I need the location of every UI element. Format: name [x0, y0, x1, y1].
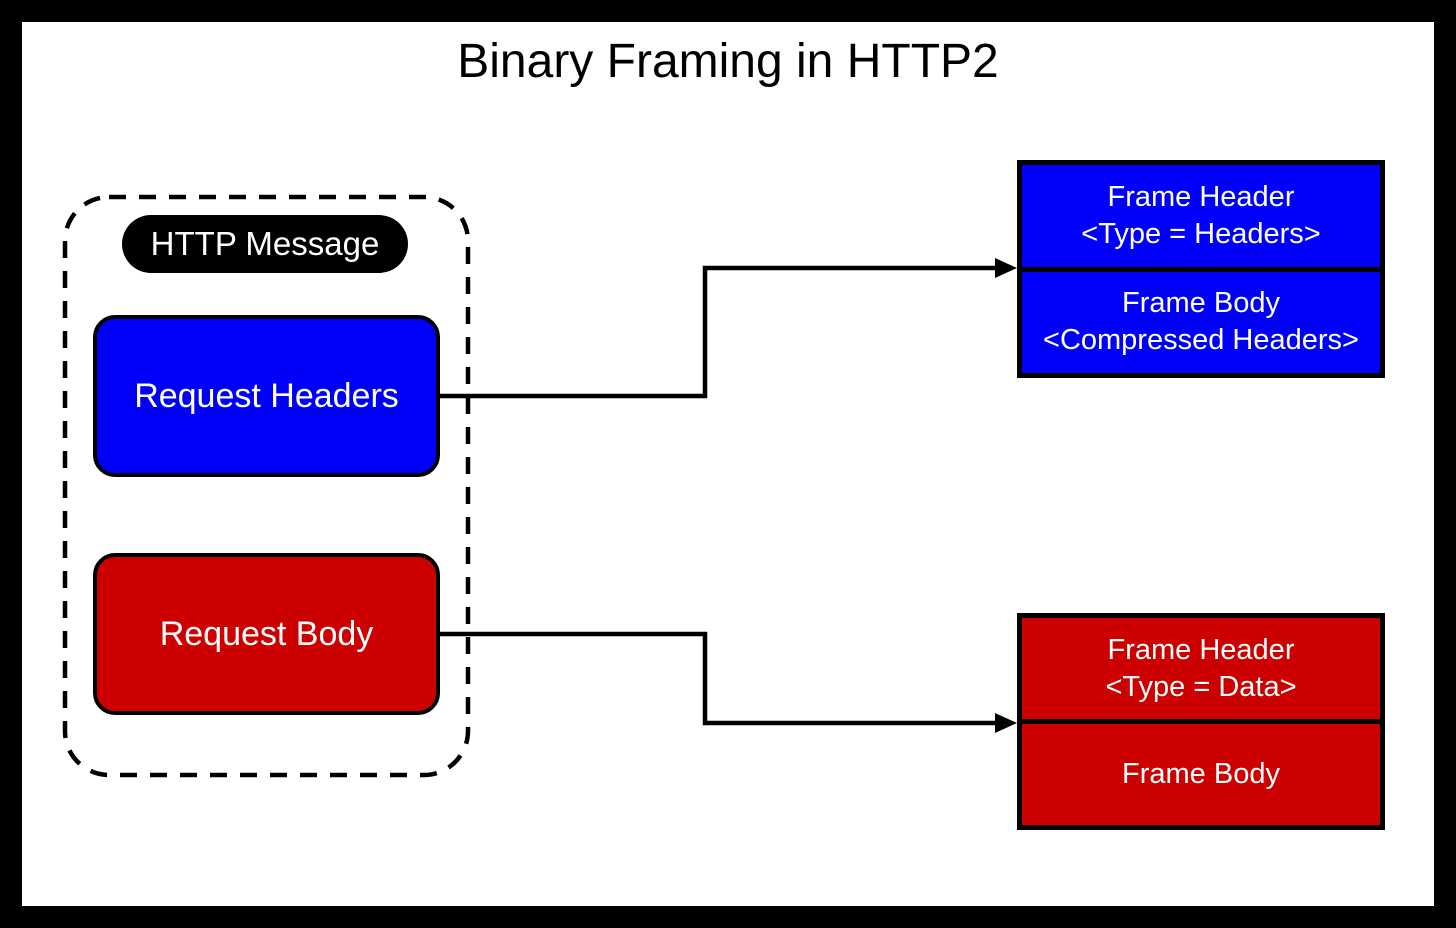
headers-frame-box: Frame Header <Type = Headers> Frame Body…	[1017, 160, 1385, 378]
request-headers-box: Request Headers	[93, 315, 440, 477]
data-frame-body-cell: Frame Body	[1022, 724, 1380, 825]
headers-frame-body-line2: <Compressed Headers>	[1043, 324, 1359, 357]
http-message-badge: HTTP Message	[122, 215, 408, 273]
data-frame-body-line1: Frame Body	[1122, 758, 1280, 790]
data-frame-header-line2: <Type = Data>	[1105, 670, 1297, 703]
headers-frame-header-line2: <Type = Headers>	[1081, 217, 1321, 250]
headers-frame-body-cell: Frame Body <Compressed Headers>	[1022, 272, 1380, 374]
request-body-label: Request Body	[159, 614, 374, 653]
headers-frame-header-line1: Frame Header	[1107, 180, 1295, 213]
headers-frame-header-cell: Frame Header <Type = Headers>	[1022, 165, 1380, 272]
http-message-label: HTTP Message	[150, 225, 380, 262]
data-frame-header-line1: Frame Header	[1107, 633, 1295, 666]
diagram-title: Binary Framing in HTTP2	[457, 35, 999, 88]
request-body-box: Request Body	[93, 553, 440, 715]
headers-frame-body-line1: Frame Body	[1122, 287, 1280, 320]
request-headers-label: Request Headers	[134, 376, 399, 415]
data-frame-header-cell: Frame Header <Type = Data>	[1022, 618, 1380, 724]
data-frame-box: Frame Header <Type = Data> Frame Body	[1017, 613, 1385, 830]
